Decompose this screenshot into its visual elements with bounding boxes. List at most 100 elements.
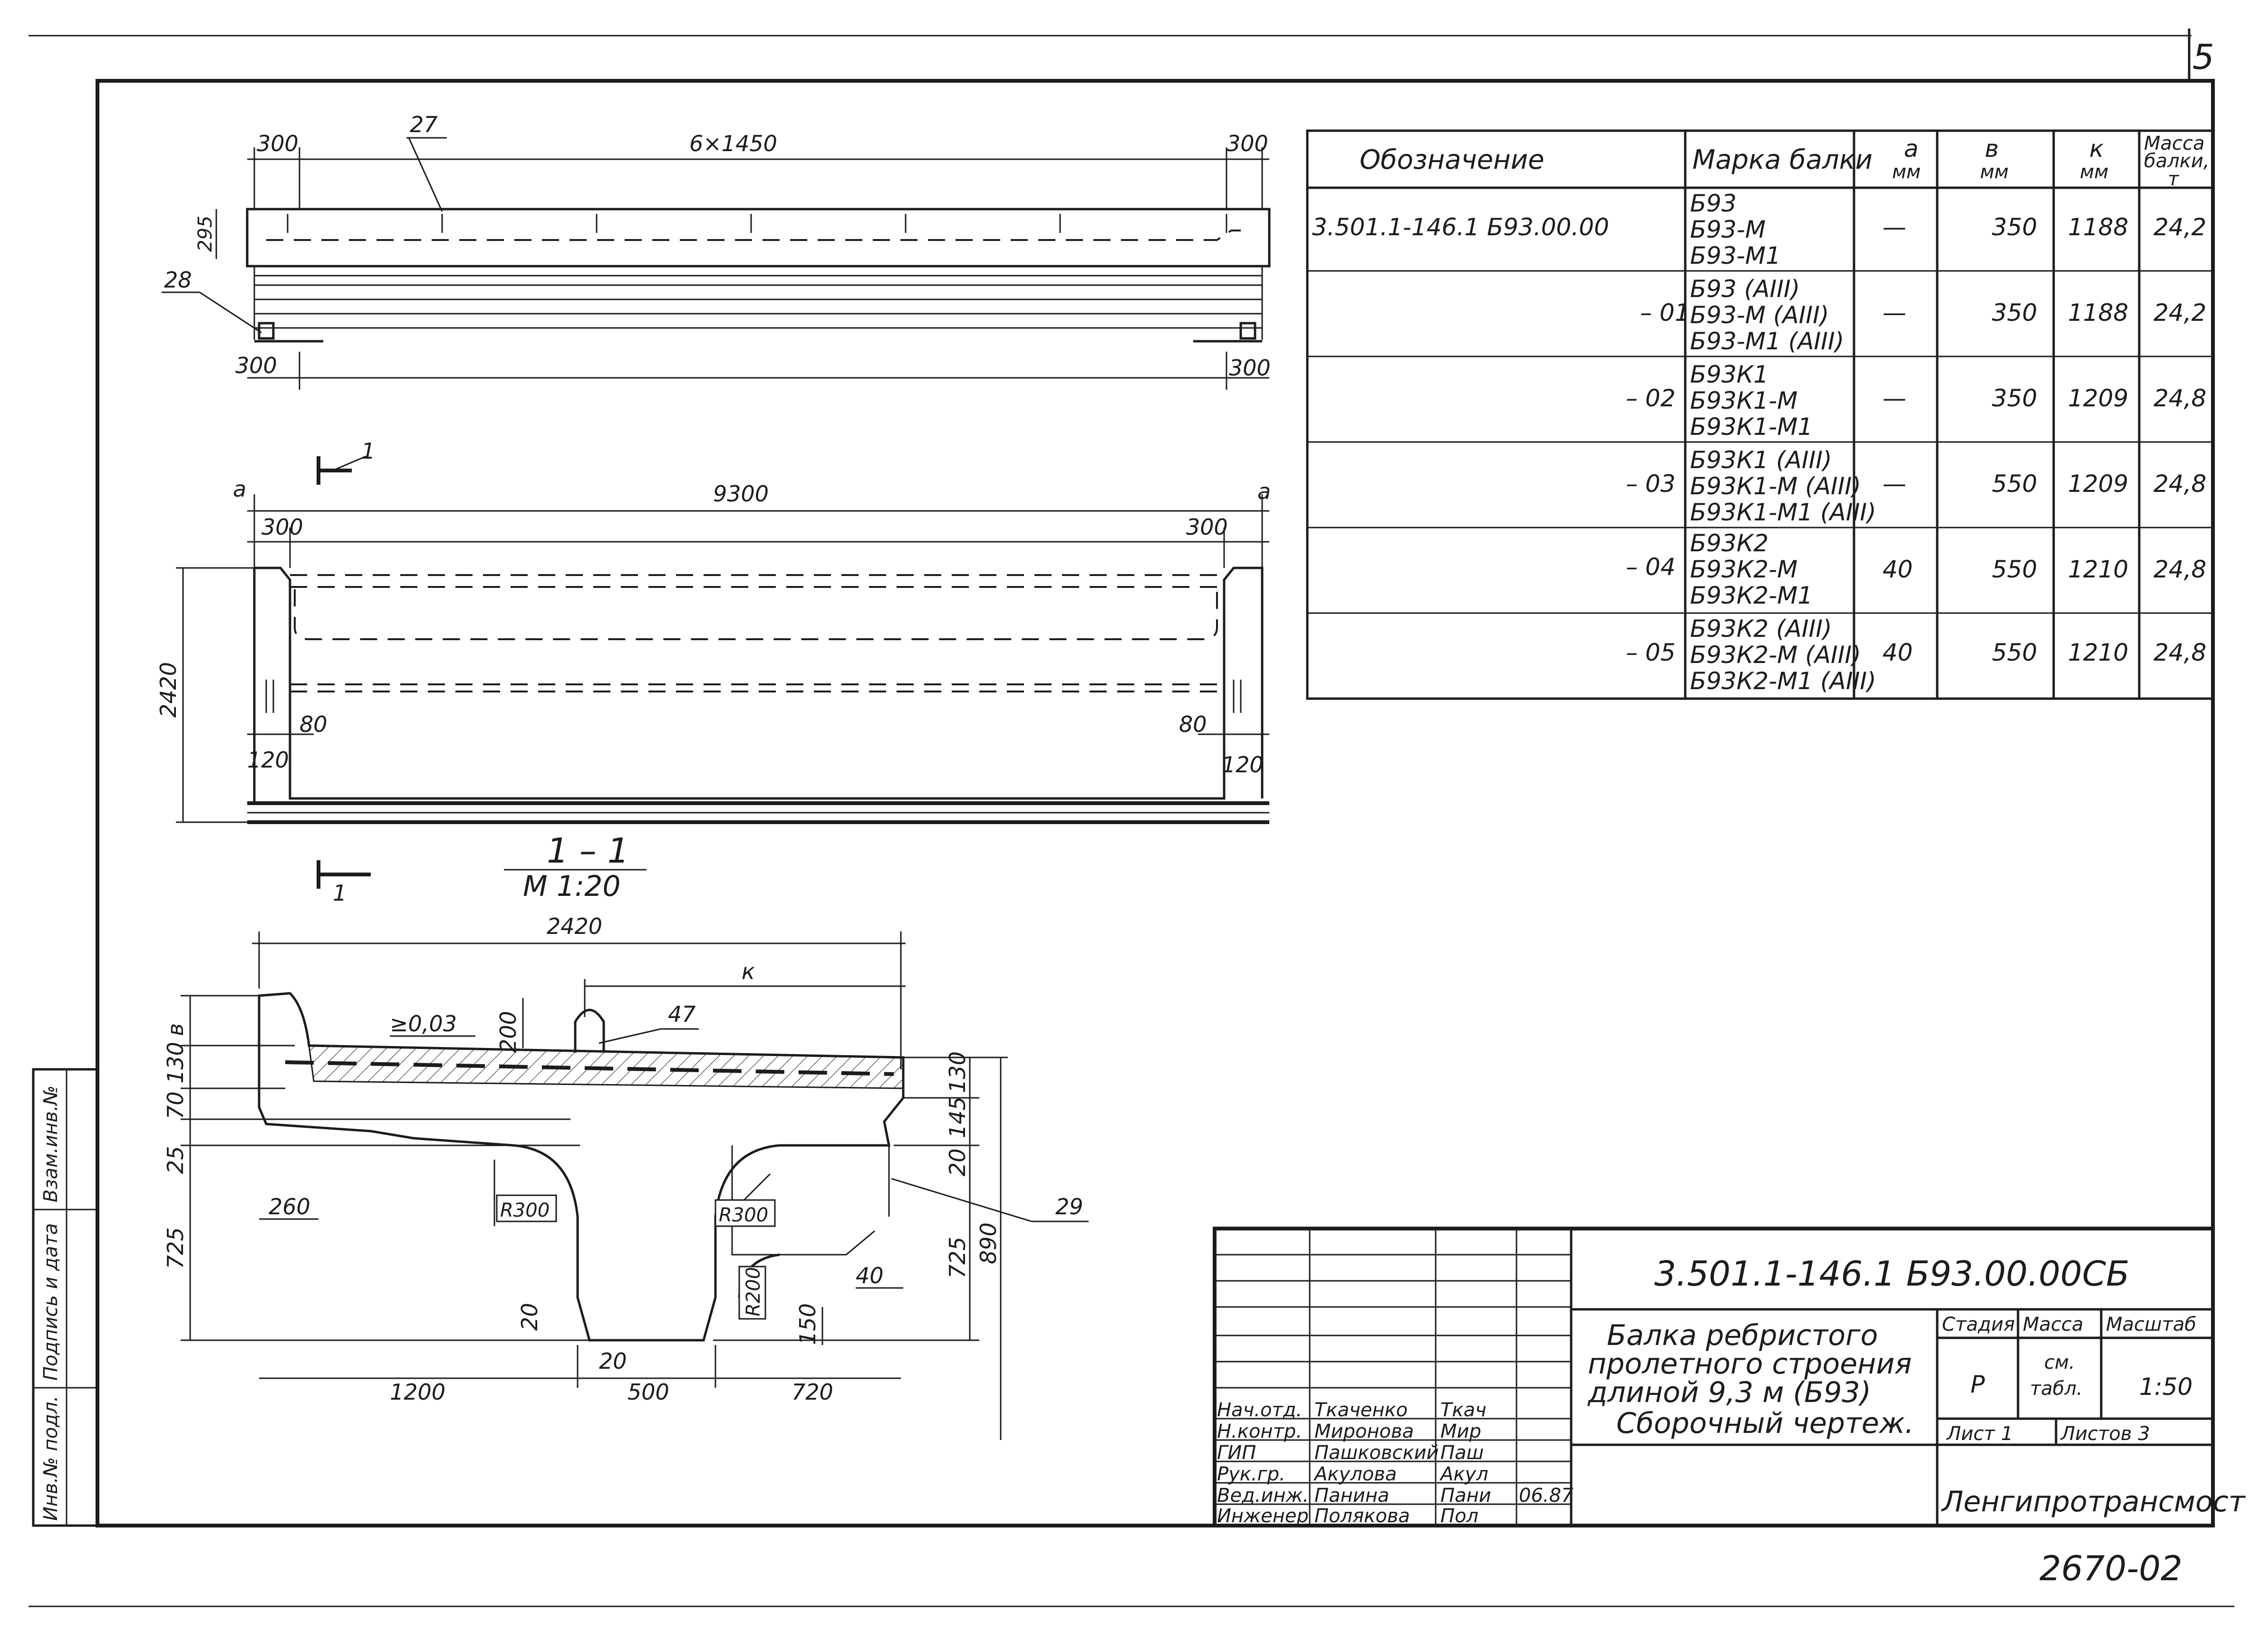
row-a: — — [1883, 299, 1906, 327]
table-header-designation: Обозначение — [1360, 144, 1545, 175]
elevation-height: 2420 — [155, 662, 181, 718]
section-dim-500: 500 — [628, 1379, 669, 1405]
row-b: 350 — [1992, 384, 2037, 412]
stamp-row: Рук.гр. Акулова Акул — [1217, 1463, 1488, 1485]
plan-view: 300 6×1450 300 295 300 300 27 28 — [162, 112, 1271, 390]
stamp-name: Миронова — [1314, 1421, 1414, 1442]
mass-header: Масса — [2023, 1314, 2084, 1335]
section-r200: R200 — [743, 1267, 764, 1316]
stamp-name: Ткаченко — [1314, 1399, 1408, 1421]
drawing-title-4: Сборочный чертеж. — [1616, 1407, 1914, 1440]
row-b: 550 — [1992, 639, 2037, 666]
row-mark-1: Б93К2 — [1690, 529, 1768, 557]
row-mass: 24,8 — [2153, 556, 2206, 583]
section-dim-200: 200 — [495, 1011, 521, 1053]
row-mark-1: Б93К1 — [1690, 361, 1768, 388]
row-mark-3: Б93К2-М1 (АIII) — [1690, 667, 1876, 695]
row-mark-3: Б93К1-М1 (АIII) — [1690, 499, 1876, 526]
elevation-left-80: 80 — [299, 711, 328, 737]
section-dim-20-b: 20 — [599, 1348, 627, 1374]
section-dim-40: 40 — [856, 1263, 884, 1288]
table-header-a: а — [1904, 135, 1919, 163]
stage-value: Р — [1970, 1371, 1985, 1398]
section-r300-right: R300 — [719, 1204, 768, 1226]
section-dim-150: 150 — [795, 1303, 821, 1345]
row-k: 1188 — [2068, 299, 2128, 327]
sheet-label: Лист 1 — [1946, 1423, 2013, 1445]
row-k: 1188 — [2068, 213, 2128, 241]
row-k: 1209 — [2068, 384, 2128, 412]
stamp-sign: Паш — [1440, 1442, 1484, 1464]
table-header-k-unit: мм — [2080, 161, 2108, 183]
stamp-role: Инженер — [1217, 1505, 1309, 1527]
scale-header: Масштаб — [2106, 1314, 2196, 1335]
section-callout-47: 47 — [668, 1001, 696, 1027]
row-mass: 24,8 — [2153, 639, 2206, 666]
stamp-sign: Пол — [1440, 1505, 1478, 1527]
plan-dim-left-bottom: 300 — [235, 353, 277, 378]
row-mark-2: Б93К1-М — [1690, 387, 1797, 414]
section-dim-b: в — [163, 1023, 188, 1036]
drawing-title-2: пролетного строения — [1588, 1347, 1912, 1381]
stamp-row: Нач.отд. Ткаченко Ткач — [1217, 1399, 1487, 1421]
row-mark-3: Б93К2-М1 — [1690, 582, 1813, 609]
row-a: 40 — [1883, 556, 1913, 583]
row-mark-2: Б93К2-М (АIII) — [1690, 641, 1861, 669]
section-width: 2420 — [547, 913, 602, 939]
section-dim-130-left: 130 — [163, 1042, 188, 1084]
row-k: 1210 — [2068, 556, 2128, 583]
row-mark-1: Б93К1 (АIII) — [1690, 446, 1832, 474]
row-mass: 24,8 — [2153, 470, 2206, 498]
row-mark-1: Б93 (АIII) — [1690, 275, 1800, 303]
axis-label-right: а — [1257, 479, 1271, 504]
stamp-sign: Ткач — [1440, 1399, 1487, 1421]
row-mass: 24,2 — [2153, 213, 2206, 241]
table-header-mark: Марка балки — [1692, 144, 1873, 175]
row-mass: 24,8 — [2153, 384, 2206, 412]
row-suffix: – 05 — [1626, 639, 1676, 666]
row-a: — — [1883, 213, 1906, 241]
sheet-number: 2670-02 — [2039, 1548, 2182, 1588]
section-dim-25: 25 — [163, 1146, 188, 1174]
plan-dim-middle: 6×1450 — [689, 131, 777, 156]
section-dim-725-left: 725 — [163, 1227, 188, 1269]
plan-dim-height: 295 — [194, 216, 216, 252]
row-mark-2: Б93К1-М (АIII) — [1690, 472, 1861, 500]
corner-mark: 5 — [2192, 37, 2214, 77]
sheet-frame: 5 Инв.№ подл. Подпись и дата Взам.инв.№ — [29, 29, 2234, 1607]
table-row: – 02 Б93К1 Б93К1-М Б93К1-М1 — 350 1209 2… — [1626, 361, 2206, 441]
table-row: – 01 Б93 (АIII) Б93-М (АIII) Б93-М1 (АII… — [1640, 275, 2206, 355]
table-row: 3.501.1-146.1 Б93.00.00 Б93 Б93-М Б93-М1… — [1312, 190, 2206, 269]
drawing-code: 3.501.1-146.1 Б93.00.00СБ — [1654, 1254, 2130, 1294]
section-dim-260: 260 — [269, 1194, 310, 1220]
mass-value-2: табл. — [2030, 1378, 2083, 1400]
stamp-name: Полякова — [1314, 1505, 1410, 1527]
stamp-row: Н.контр. Миронова Мир — [1217, 1421, 1481, 1442]
row-a: — — [1883, 384, 1906, 412]
row-mark-1: Б93 — [1690, 190, 1737, 217]
section-slope: ≥0,03 — [390, 1011, 457, 1037]
row-mark-3: Б93-М1 (АIII) — [1690, 327, 1844, 355]
section-title: 1 – 1 — [547, 831, 629, 871]
table-header-a-unit: мм — [1892, 161, 1921, 183]
stamp-row: ГИП Пашковский Паш — [1217, 1442, 1484, 1464]
row-mark-2: Б93-М (АIII) — [1690, 301, 1829, 329]
elevation-right-offset: 300 — [1186, 514, 1228, 540]
row-mark-2: Б93К2-М — [1690, 556, 1797, 583]
section-k: к — [742, 959, 755, 984]
title-block: 3.501.1-146.1 Б93.00.00СБ Балка ребристо… — [1213, 1227, 2246, 1527]
table-header-b-unit: мм — [1980, 161, 2009, 183]
side-label-vzam-inv: Взам.инв.№ — [40, 1085, 62, 1202]
row-suffix: – 04 — [1626, 553, 1676, 581]
side-label-sign-date: Подпись и дата — [40, 1223, 62, 1381]
elevation-section-mark-bottom: 1 — [333, 880, 347, 906]
row-suffix: – 03 — [1626, 470, 1676, 498]
plan-dim-right-top: 300 — [1226, 131, 1268, 156]
table-header-b: в — [1985, 135, 1999, 163]
stamp-name: Акулова — [1313, 1463, 1397, 1485]
plan-callout-28: 28 — [164, 267, 192, 293]
row-suffix: – 02 — [1626, 384, 1676, 412]
stamp-row: Вед.инж. Панина Пани 06.87 — [1217, 1485, 1574, 1507]
side-label-inv-podl: Инв.№ подл. — [40, 1396, 62, 1521]
section-dim-70: 70 — [163, 1091, 188, 1119]
